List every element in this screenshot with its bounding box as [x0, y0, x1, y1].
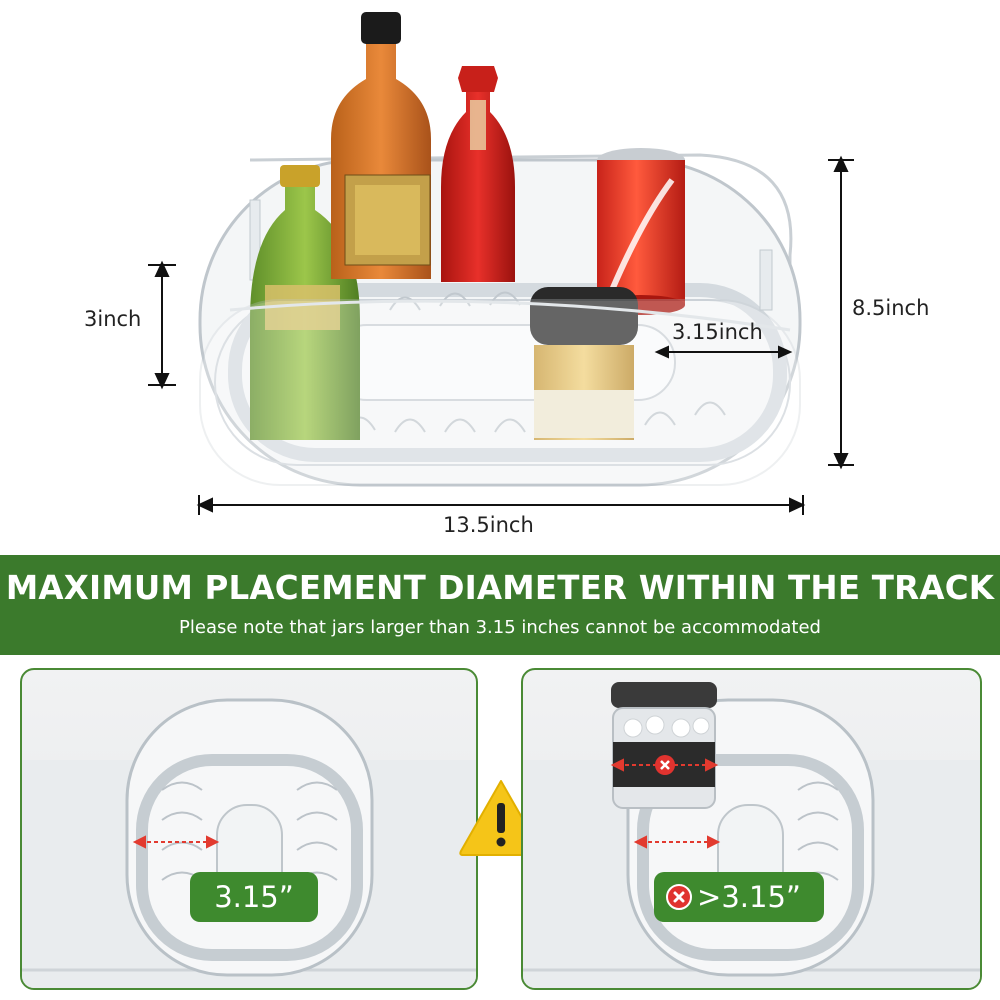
banner-subtitle: Please note that jars larger than 3.15 i…	[179, 617, 821, 638]
track-width-dimension-label: 3.15inch	[672, 320, 763, 344]
organizer-illustration	[148, 12, 854, 515]
info-banner: MAXIMUM PLACEMENT DIAMETER WITHIN THE TR…	[0, 555, 1000, 655]
too-large-panel: >3.15”	[521, 668, 982, 990]
height-dimension-label: 3inch	[84, 307, 142, 331]
oversized-jar-illustration	[523, 682, 980, 988]
too-large-size-text: >3.15”	[697, 880, 801, 914]
product-photo: 3inch 3.15inch 8.5inch 13.5inch	[84, 12, 930, 537]
too-large-size-badge: >3.15”	[654, 872, 824, 922]
overall-height-dimension-label: 8.5inch	[852, 296, 930, 320]
x-circle-icon	[666, 884, 692, 910]
banner-title: MAXIMUM PLACEMENT DIAMETER WITHIN THE TR…	[5, 569, 995, 607]
fits-panel: 3.15”	[20, 668, 478, 990]
track-closeup-illustration	[22, 698, 476, 988]
fits-size-badge: 3.15”	[190, 872, 318, 922]
length-dimension-label: 13.5inch	[443, 513, 534, 537]
